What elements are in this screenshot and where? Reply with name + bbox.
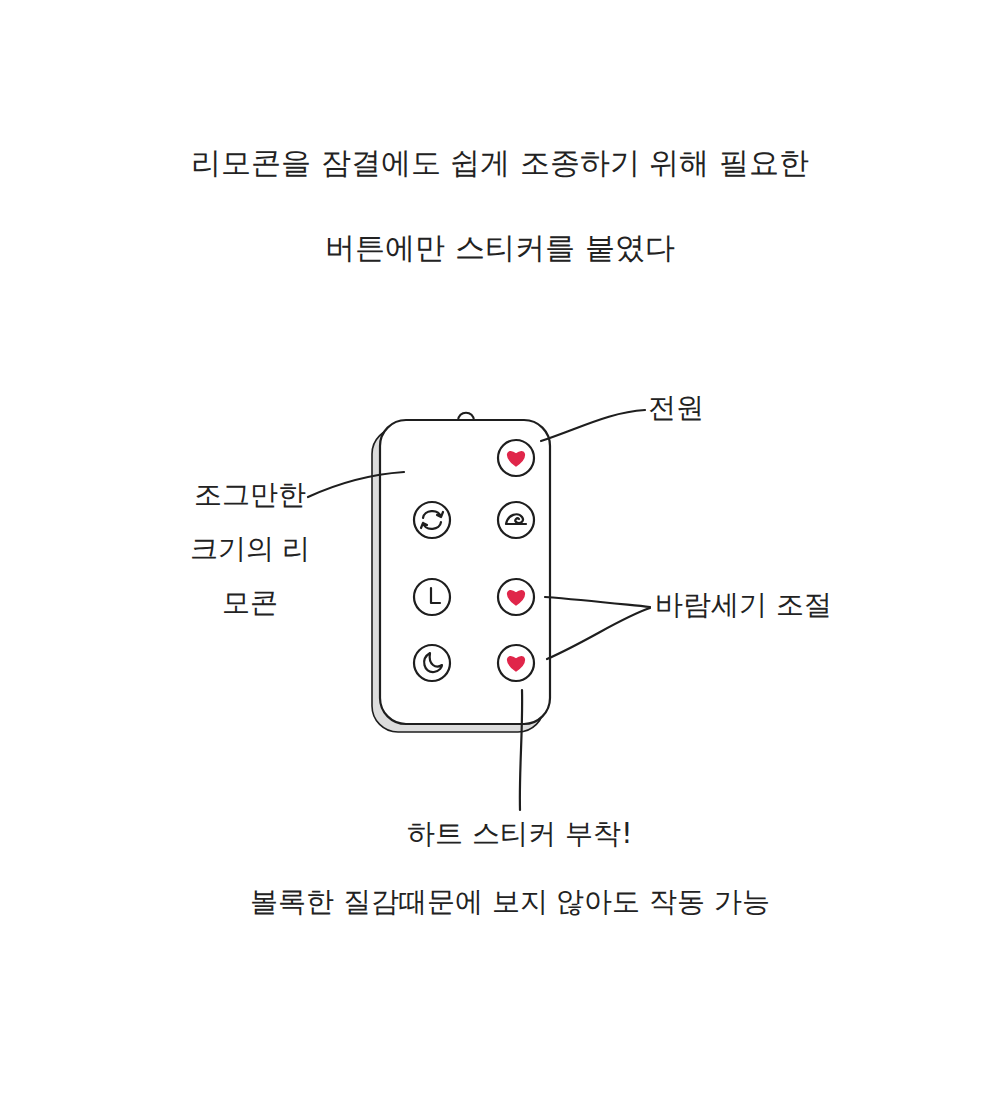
leader-line xyxy=(547,608,650,659)
button-ring xyxy=(414,645,450,681)
sleep-icon xyxy=(424,653,442,672)
button-ring xyxy=(498,502,534,538)
remote-button xyxy=(498,502,534,538)
remote-button xyxy=(414,502,450,538)
heart-sticker xyxy=(508,452,525,466)
wind-icon xyxy=(506,514,526,524)
wind-label: 바람세기 조절 xyxy=(655,587,832,623)
heart-sticker xyxy=(508,591,525,605)
leader-line xyxy=(545,597,650,607)
power-label: 전원 xyxy=(648,390,704,426)
buttons xyxy=(414,440,534,681)
timer-icon xyxy=(431,588,440,603)
heart-sticker xyxy=(508,657,525,671)
button-ring xyxy=(414,502,450,538)
sticker-label: 하트 스티커 부착! xyxy=(407,816,632,852)
remote-button xyxy=(498,440,534,476)
remote-button xyxy=(498,579,534,615)
title: 리모콘을 잠결에도 쉽게 조종하기 위해 필요한 버튼에만 스티커를 붙였다 xyxy=(190,120,810,290)
remote-label: 조그만한 크기의 리모콘 xyxy=(185,468,315,630)
leader-line xyxy=(520,690,522,810)
leader-line xyxy=(308,472,404,497)
remote-button xyxy=(414,645,450,681)
remote-button xyxy=(414,579,450,615)
caption: 볼록한 질감때문에 보지 않아도 작동 가능 xyxy=(250,884,771,920)
remote-body xyxy=(380,420,550,724)
button-ring xyxy=(498,579,534,615)
button-ring xyxy=(414,579,450,615)
refresh-icon xyxy=(421,511,443,529)
remote-button xyxy=(498,645,534,681)
button-ring xyxy=(498,440,534,476)
leader-line xyxy=(541,410,645,441)
button-ring xyxy=(498,645,534,681)
